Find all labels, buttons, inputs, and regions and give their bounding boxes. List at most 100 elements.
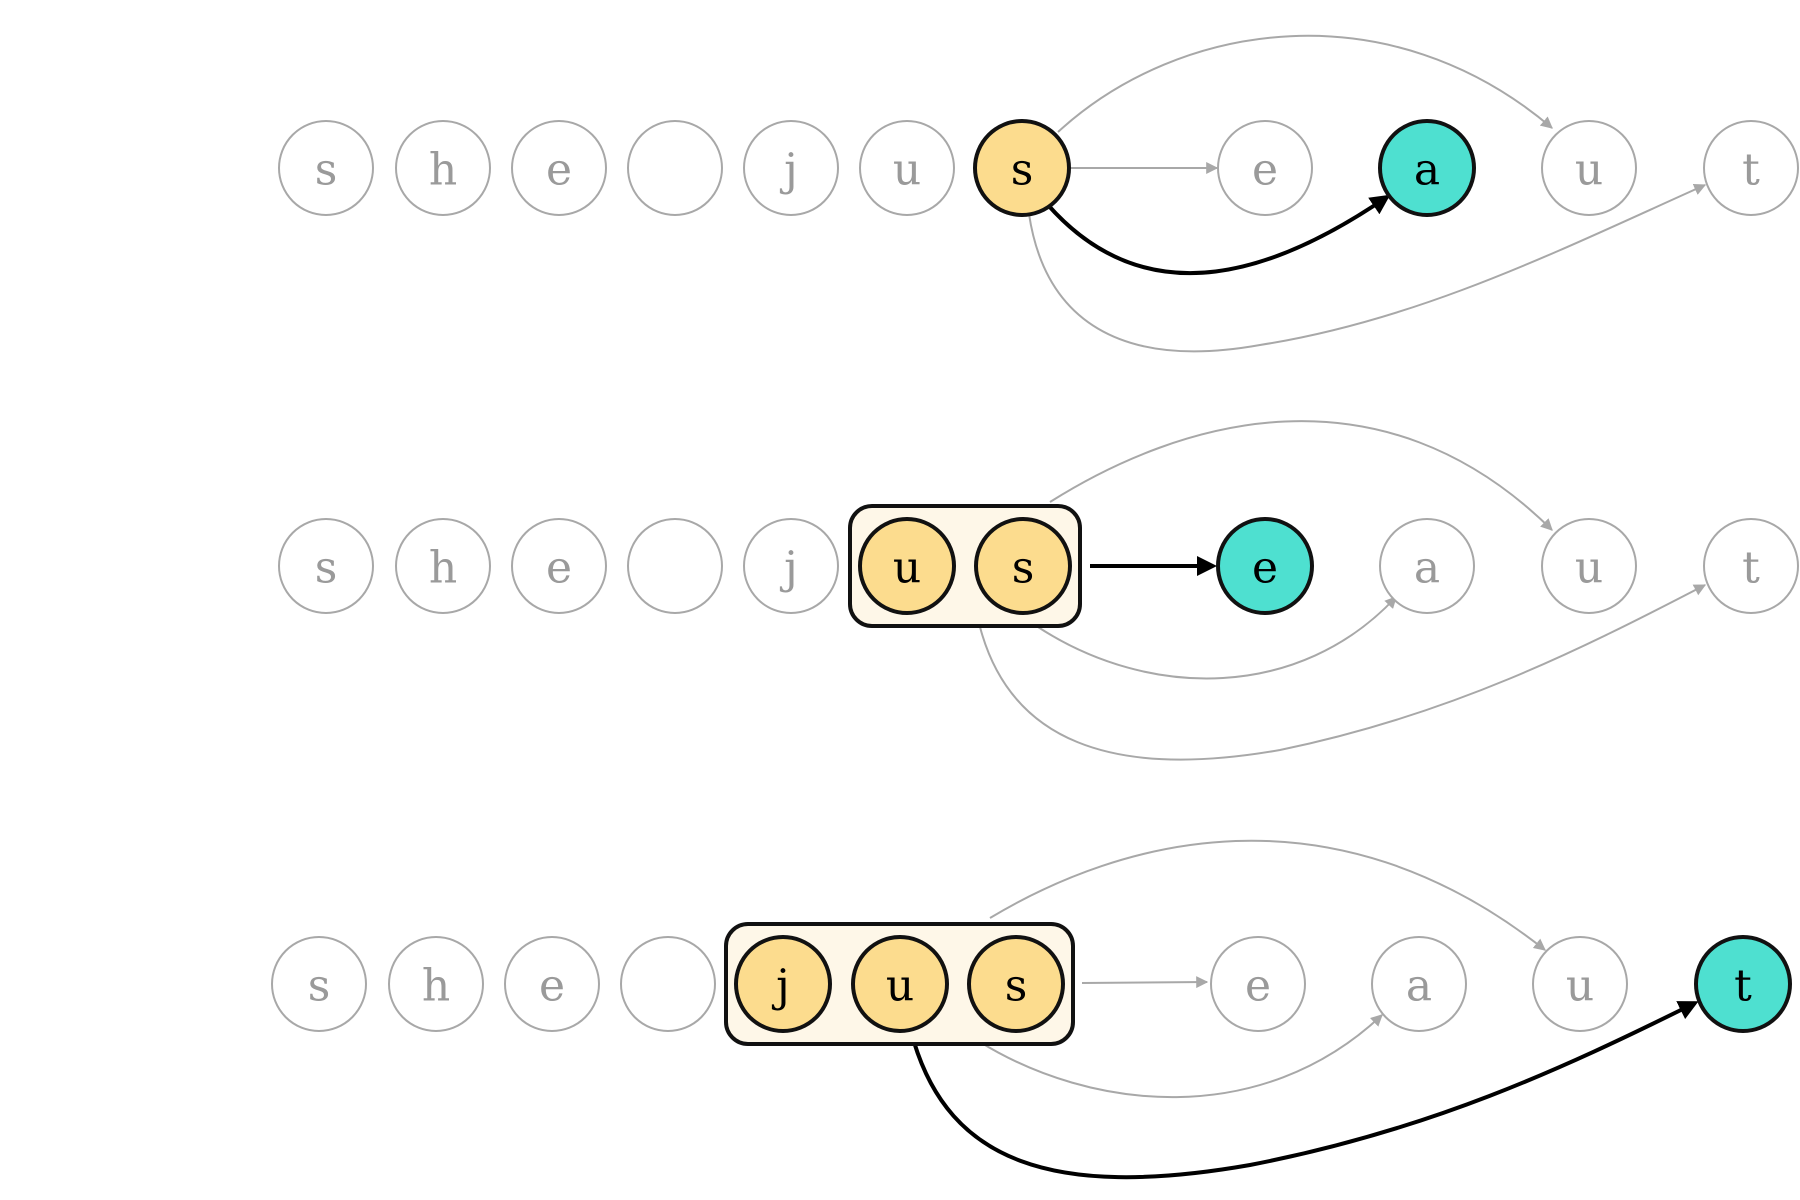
- token-circle: [1703, 120, 1799, 216]
- token-circle: [627, 518, 723, 614]
- token-label: h: [422, 961, 450, 1012]
- token-node: a: [1379, 518, 1475, 614]
- token-node: s: [278, 120, 374, 216]
- token-node: h: [388, 936, 484, 1032]
- token-label: u: [893, 145, 921, 196]
- token-circle: [1216, 517, 1314, 615]
- token-label: s: [308, 961, 331, 1012]
- token-node: h: [395, 120, 491, 216]
- token-label: t: [1742, 145, 1760, 196]
- prediction-arrow: [912, 1001, 1699, 1180]
- token-circle: [743, 518, 839, 614]
- token-circle: [395, 120, 491, 216]
- prediction-arrow: [1046, 194, 1391, 276]
- token-label: t: [1734, 961, 1752, 1012]
- token-node: s: [271, 936, 367, 1032]
- token-circle: [1378, 119, 1476, 217]
- token-label: h: [429, 543, 457, 594]
- token-circle: [1532, 936, 1628, 1032]
- token-label: j: [779, 543, 798, 594]
- token-circle: [1217, 120, 1313, 216]
- token-label: e: [1252, 145, 1278, 196]
- token-circle: [859, 120, 955, 216]
- token-label: s: [1011, 145, 1034, 196]
- row-1-edges: [1028, 34, 1707, 353]
- token-label: a: [1406, 961, 1432, 1012]
- target-token-node: t: [1694, 935, 1792, 1033]
- candidate-arrow: [979, 584, 1707, 761]
- token-label: a: [1414, 145, 1440, 196]
- target-token-node: a: [1378, 119, 1476, 217]
- token-circle: [388, 936, 484, 1032]
- token-circle: [974, 517, 1072, 615]
- token-circle: [858, 517, 956, 615]
- token-node: s: [278, 518, 374, 614]
- candidate-arrow: [1057, 34, 1553, 133]
- candidate-arrow: [979, 1014, 1383, 1099]
- context-token-node: s: [973, 119, 1071, 217]
- token-node: [627, 518, 723, 614]
- token-circle: [743, 120, 839, 216]
- token-label: e: [539, 961, 565, 1012]
- token-node: e: [504, 936, 600, 1032]
- token-circle: [1541, 518, 1637, 614]
- context-token-node: s: [967, 935, 1065, 1033]
- token-node: t: [1703, 518, 1799, 614]
- candidate-arrow: [1037, 596, 1397, 680]
- token-node: e: [511, 518, 607, 614]
- token-circle: [511, 120, 607, 216]
- token-label: e: [1245, 961, 1271, 1012]
- token-label: u: [893, 543, 921, 594]
- token-circle: [967, 935, 1065, 1033]
- token-label: e: [546, 543, 572, 594]
- candidate-arrow: [1028, 183, 1707, 353]
- context-token-node: s: [974, 517, 1072, 615]
- candidate-arrow: [1081, 976, 1209, 989]
- token-circle: [973, 119, 1071, 217]
- token-label: s: [315, 543, 338, 594]
- token-circle: [271, 936, 367, 1032]
- token-circle: [620, 936, 716, 1032]
- token-circle: [1210, 936, 1306, 1032]
- token-node: j: [743, 518, 839, 614]
- token-circle: [1703, 518, 1799, 614]
- token-circle: [511, 518, 607, 614]
- candidate-arrow: [989, 839, 1546, 951]
- token-label: s: [315, 145, 338, 196]
- token-label: j: [779, 145, 798, 196]
- token-node: [620, 936, 716, 1032]
- token-circle: [1694, 935, 1792, 1033]
- token-label: e: [1252, 543, 1278, 594]
- row-3-edges: [912, 839, 1699, 1180]
- token-node: u: [859, 120, 955, 216]
- token-circle: [278, 120, 374, 216]
- token-circle: [1379, 518, 1475, 614]
- token-label: s: [1012, 543, 1035, 594]
- token-circle: [278, 518, 374, 614]
- token-circle: [1371, 936, 1467, 1032]
- token-node: e: [511, 120, 607, 216]
- token-node: h: [395, 518, 491, 614]
- token-node: e: [1210, 936, 1306, 1032]
- token-node: a: [1371, 936, 1467, 1032]
- context-token-node: j: [734, 935, 832, 1033]
- token-label: u: [886, 961, 914, 1012]
- token-label: u: [1575, 543, 1603, 594]
- token-node: j: [743, 120, 839, 216]
- target-token-node: e: [1216, 517, 1314, 615]
- row-2-edges: [979, 420, 1707, 761]
- token-label: j: [771, 961, 790, 1012]
- token-label: u: [1566, 961, 1594, 1012]
- token-circle: [504, 936, 600, 1032]
- token-node: t: [1703, 120, 1799, 216]
- token-label: u: [1575, 145, 1603, 196]
- context-token-node: u: [858, 517, 956, 615]
- token-circle: [395, 518, 491, 614]
- token-node: u: [1541, 120, 1637, 216]
